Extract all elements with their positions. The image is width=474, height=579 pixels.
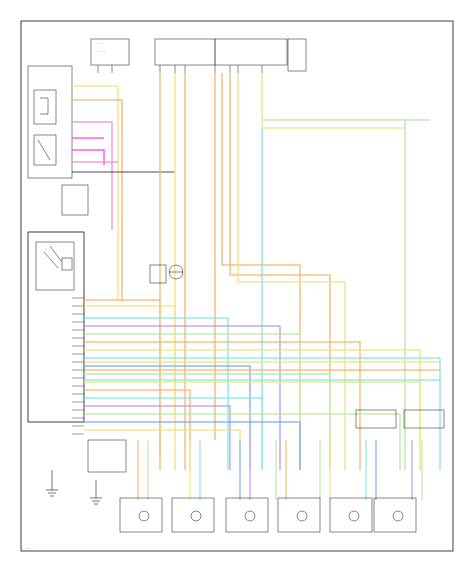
fuse-block-right bbox=[214, 38, 307, 73]
wire-module-11 bbox=[84, 381, 421, 470]
right-connector-b bbox=[403, 409, 445, 429]
connector-left-small bbox=[61, 184, 89, 216]
footer-code: ... bbox=[26, 546, 29, 550]
control-module bbox=[27, 231, 85, 423]
wire-module-9 bbox=[84, 365, 251, 470]
solenoid-boxes bbox=[119, 497, 417, 533]
solenoid-coil-1 bbox=[138, 510, 150, 522]
wire-module-3 bbox=[84, 317, 229, 470]
wire-pink-1 bbox=[72, 121, 113, 230]
wire-module-13 bbox=[84, 397, 263, 470]
wire-module-2 bbox=[84, 305, 176, 470]
wire-magenta-2 bbox=[72, 149, 105, 165]
svg-text:· · · · ·: · · · · · bbox=[96, 50, 105, 54]
fuse-block-middle bbox=[154, 38, 216, 73]
svg-text:· · · ·: · · · · bbox=[96, 42, 103, 46]
solenoid-coil-3 bbox=[244, 510, 256, 522]
ground-symbol-center bbox=[90, 480, 102, 505]
solenoid-box-1 bbox=[119, 497, 163, 533]
wire-module-16 bbox=[84, 421, 301, 470]
splice-box-bottom bbox=[87, 439, 127, 473]
right-connector-a bbox=[355, 409, 397, 429]
solenoid-box-2 bbox=[171, 497, 215, 533]
wire-layer bbox=[72, 73, 441, 500]
solenoid-box-6 bbox=[373, 497, 417, 533]
diagram-frame bbox=[20, 20, 454, 552]
wire-orange-top-5 bbox=[229, 73, 331, 470]
wire-yellow-1 bbox=[72, 85, 119, 300]
control-module-pin-labels bbox=[72, 297, 84, 435]
wire-module-17 bbox=[84, 429, 241, 470]
wire-module-8 bbox=[84, 357, 441, 470]
wire-module-15 bbox=[84, 413, 401, 470]
wire-orange-top-4 bbox=[221, 73, 301, 470]
solenoid-coil-4 bbox=[296, 510, 308, 522]
solenoid-box-4 bbox=[277, 497, 321, 533]
solenoid-coil-5 bbox=[348, 510, 360, 522]
fuse-block-left: · · · · · · · · · bbox=[90, 38, 130, 73]
wire-module-14 bbox=[84, 405, 231, 470]
solenoid-coil-2 bbox=[190, 510, 202, 522]
wire-module-5 bbox=[84, 333, 301, 470]
wire-module-10 bbox=[84, 373, 331, 470]
wire-module-6 bbox=[84, 341, 361, 470]
relay-module bbox=[27, 65, 73, 179]
solenoid-coil-6 bbox=[392, 510, 404, 522]
sensor-component bbox=[149, 264, 184, 284]
wire-module-1 bbox=[84, 299, 161, 470]
wire-orange-1 bbox=[72, 99, 123, 302]
solenoid-box-3 bbox=[225, 497, 269, 533]
wire-yellow-top-2 bbox=[237, 73, 346, 470]
solenoid-box-5 bbox=[329, 497, 373, 533]
ground-symbol-left bbox=[46, 470, 58, 497]
